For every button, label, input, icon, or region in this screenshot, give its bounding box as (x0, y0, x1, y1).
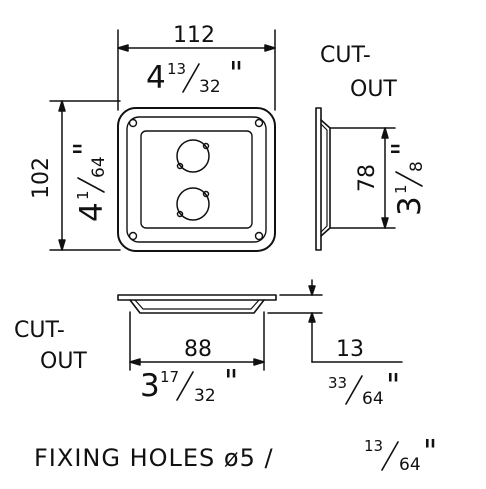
svg-text:": " (386, 142, 422, 156)
fixing-hole-icon (128, 118, 264, 241)
svg-text:17: 17 (160, 368, 179, 386)
caption-inch-numerator: 13 (364, 437, 383, 455)
svg-text:4: 4 (146, 60, 166, 96)
svg-text:64: 64 (89, 156, 109, 178)
svg-text:32: 32 (194, 386, 216, 406)
bottom-cutout-label-line1: CUT- (14, 318, 65, 343)
svg-text:33: 33 (328, 374, 347, 392)
bottom-depth-dimension (267, 279, 403, 363)
svg-text:4: 4 (74, 202, 110, 222)
svg-text:13: 13 (167, 60, 186, 78)
caption-inch-denominator: 64 (399, 455, 421, 475)
caption-text: FIXING HOLES ø5 / (34, 444, 274, 472)
svg-text:": " (68, 142, 104, 156)
svg-text:": " (423, 434, 437, 470)
side-cutout-dimension (329, 127, 396, 229)
svg-text:3: 3 (140, 368, 160, 404)
front-width-inch: 4 13 32 " (146, 56, 243, 97)
svg-text:": " (386, 368, 400, 404)
front-view-plate (117, 107, 276, 252)
front-height-inch: 4 1 64 " (68, 142, 110, 222)
bottom-view-profile (117, 294, 277, 314)
svg-text:": " (224, 364, 238, 400)
side-view-profile (315, 107, 331, 251)
connector-cutout-bottom-icon (176, 187, 210, 221)
bottom-depth-inch: 33 64 " (328, 368, 400, 409)
svg-text:3: 3 (392, 196, 428, 216)
side-cutout-inch: 3 1 8 " (386, 142, 428, 216)
side-cutout-label-line1: CUT- (320, 43, 371, 68)
bottom-depth-mm: 13 (336, 337, 364, 362)
fixing-holes-caption: FIXING HOLES ø5 / 13 64 " (34, 434, 437, 475)
svg-text:32: 32 (199, 77, 221, 97)
bottom-cutout-inch: 3 17 32 " (140, 364, 238, 406)
svg-text:8: 8 (407, 161, 427, 172)
bottom-cutout-mm: 88 (184, 337, 212, 362)
svg-text:1: 1 (74, 190, 92, 200)
side-cutout-mm: 78 (355, 164, 380, 192)
svg-text:64: 64 (362, 389, 384, 409)
front-width-dimension (117, 29, 276, 111)
svg-text:1: 1 (392, 184, 410, 194)
bottom-cutout-dimension (129, 311, 265, 371)
svg-text:": " (229, 56, 243, 92)
front-height-mm: 102 (29, 157, 54, 199)
front-width-mm: 112 (173, 23, 215, 48)
connector-cutout-top-icon (176, 139, 210, 173)
bottom-cutout-label-line2: OUT (40, 349, 87, 374)
side-cutout-label-line2: OUT (350, 77, 397, 102)
front-height-dimension (49, 100, 121, 251)
